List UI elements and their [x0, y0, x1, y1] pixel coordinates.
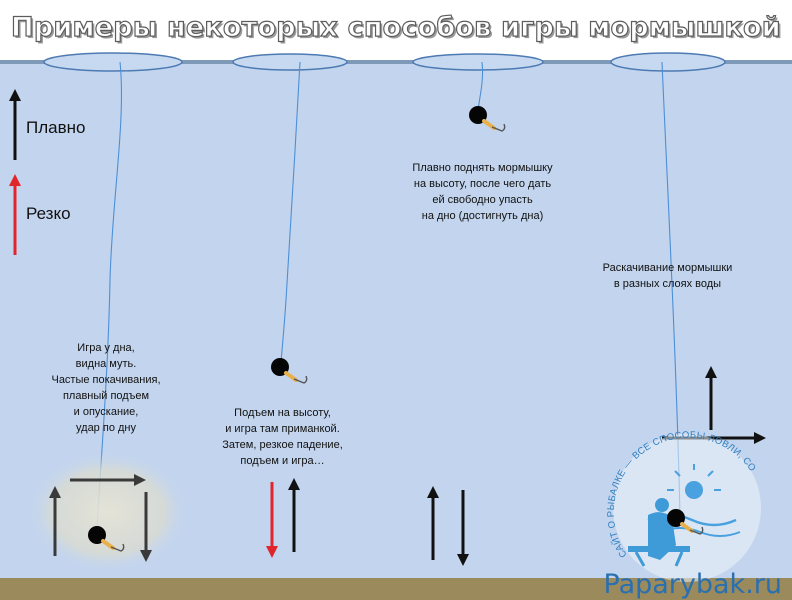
legend-sharp-label: Резко — [26, 204, 71, 223]
ice-hole-4 — [610, 52, 726, 72]
ice-surface — [0, 60, 792, 64]
site-watermark: Paparybak.ru — [603, 569, 783, 600]
legend-smooth-label: Плавно — [26, 118, 86, 137]
ice-hole-2 — [232, 53, 348, 71]
ice-hole-3 — [412, 53, 544, 71]
sun-icon — [667, 464, 721, 499]
technique-3-caption: Плавно поднять мормышку на высоту, после… — [412, 162, 553, 222]
ice-hole-1 — [43, 52, 183, 72]
technique-4-caption: Раскачивание мормышки в разных слоях вод… — [602, 262, 733, 290]
technique-1-caption: Игра у дна, видна муть. Частые покачиван… — [51, 342, 161, 434]
fishing-line-2 — [280, 61, 301, 363]
technique-2-caption: Подъем на высоту, и игра там приманкой. … — [222, 407, 343, 467]
silt-cloud — [28, 452, 188, 572]
page-title: Примеры некоторых способов игры мормышко… — [10, 11, 781, 43]
lake-bottom — [0, 578, 792, 600]
angler-icon — [628, 498, 690, 567]
